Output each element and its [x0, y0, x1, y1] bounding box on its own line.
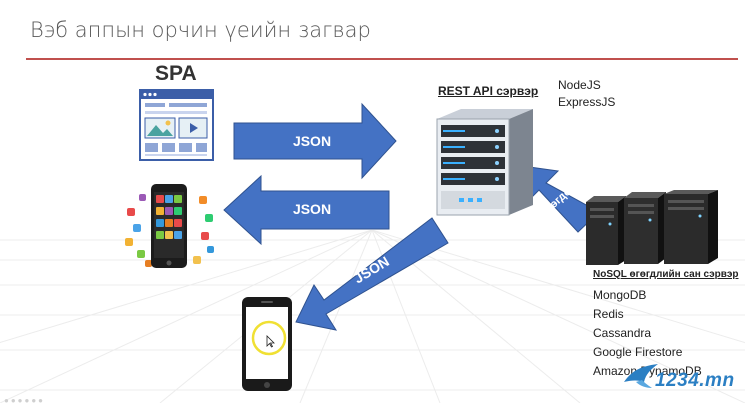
tech-item: NodeJS	[558, 78, 601, 92]
title-divider	[26, 58, 738, 60]
db-server-1	[586, 196, 626, 265]
json-arrow-left: JSON	[223, 174, 390, 246]
database-item: MongoDB	[593, 288, 647, 302]
json-arrow-right-label: JSON	[293, 133, 331, 149]
database-item: Redis	[593, 307, 624, 321]
slide-title: Вэб аппын орчин үеийн загвар	[30, 18, 371, 42]
tech-item: ExpressJS	[558, 95, 616, 109]
web-page-icon	[139, 89, 214, 161]
server-icon	[436, 109, 533, 216]
mobile-apps-icon	[125, 184, 214, 268]
database-servers-icon	[586, 190, 718, 265]
nosql-server-label: NoSQL өгөгдлийн сан сэрвэр	[593, 269, 739, 280]
spa-label: SPA	[155, 62, 197, 85]
watermark: 1234.mn	[655, 370, 735, 391]
database-item: Google Firestore	[593, 345, 683, 359]
footer-dots: ●●●●●●	[4, 396, 45, 403]
db-server-3	[664, 190, 718, 264]
json-arrow-diagonal: JSON	[295, 217, 449, 331]
bird-logo-icon	[624, 364, 658, 388]
tech-stack-list: NodeJS ExpressJS	[558, 77, 615, 111]
json-arrow-right: JSON	[233, 102, 397, 180]
database-item: Cassandra	[593, 326, 652, 340]
rest-api-server-label: REST API сэрвэр	[438, 84, 539, 98]
db-server-2	[624, 192, 666, 264]
smartphone-icon	[242, 297, 292, 391]
json-arrow-left-label: JSON	[293, 201, 331, 217]
